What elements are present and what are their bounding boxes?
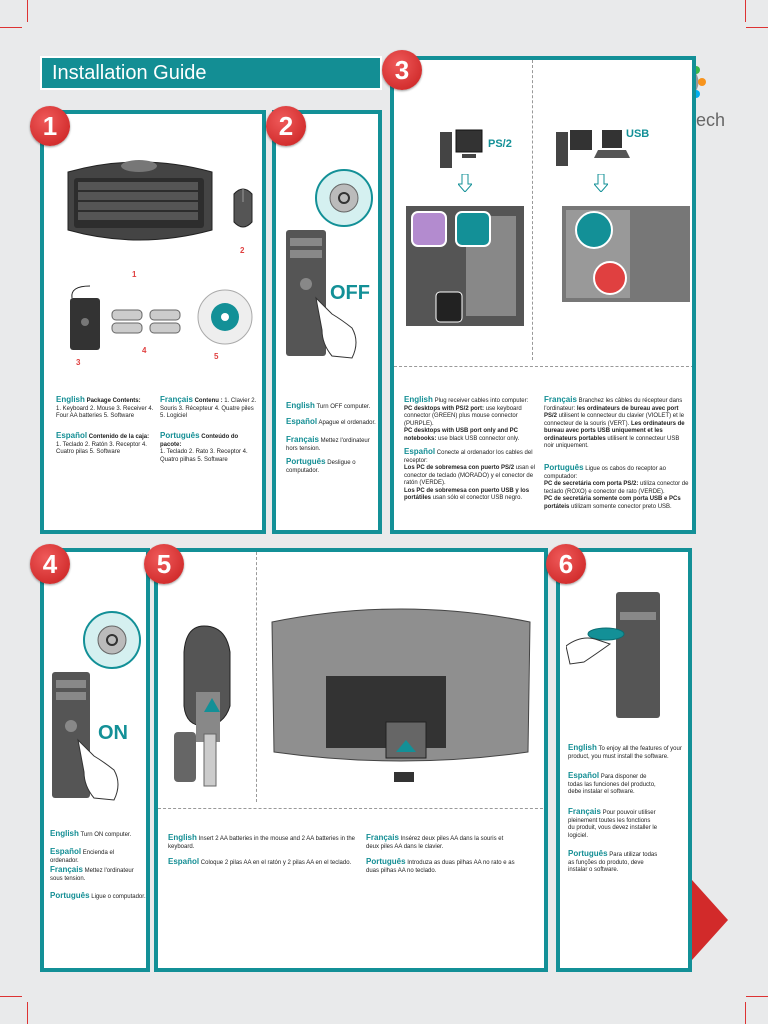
software-install-illustration	[566, 592, 660, 718]
hand-icon	[77, 738, 119, 801]
crop-mark	[745, 0, 746, 22]
step-1-espanol: Español Contenido de la caja:1. Teclado …	[56, 431, 150, 456]
step-1-english: English Package Contents:1. Keyboard 2. …	[56, 395, 154, 420]
step-4-portugues: Português Ligue o computador.	[50, 891, 146, 901]
arrow-down-icon	[594, 174, 608, 192]
step-1-portugues: Português Conteúdo do pacote:1. Teclado …	[160, 431, 248, 463]
step-4-number: 4	[30, 544, 70, 584]
step-1-number: 1	[30, 106, 70, 146]
step-1-francais: Français Contenu : 1. Clavier 2. Souris …	[160, 395, 257, 420]
power-button-icon	[315, 169, 373, 227]
pc-and-laptop-icon	[556, 130, 630, 166]
step-3-francais: Français Branchez les câbles du récepteu…	[544, 395, 685, 450]
divider	[532, 60, 533, 360]
item-label-5: 5	[214, 352, 219, 361]
step-5-francais: Français Insérez deux piles AA dans la s…	[366, 833, 504, 850]
step-3-espanol: Español Conecte al ordenador los cables …	[404, 447, 536, 502]
crop-mark	[746, 27, 768, 28]
step-6-francais: Français Pour pouvoir utiliser pleinemen…	[568, 807, 658, 839]
step-6-number: 6	[546, 544, 586, 584]
step-1-panel: 1 2 3 4 5 English Package Contents:1. Ke…	[40, 110, 266, 534]
crop-mark	[746, 996, 768, 997]
pc-tower-icon	[440, 129, 483, 168]
step-5-panel: English Insert 2 AA batteries in the mou…	[154, 548, 548, 972]
keyboard-underside-illustration	[271, 608, 531, 782]
step-5-english: English Insert 2 AA batteries in the mou…	[168, 833, 355, 850]
step-5-number: 5	[144, 544, 184, 584]
arrow-down-icon	[458, 174, 472, 192]
step-5-portugues: Português Introduza as duas pilhas AA no…	[366, 857, 515, 874]
item-label-3: 3	[76, 358, 81, 367]
divider	[158, 808, 544, 809]
power-button-icon	[83, 611, 141, 669]
step-6-panel: English To enjoy all the features of you…	[556, 548, 692, 972]
item-label-1: 1	[132, 270, 137, 279]
pc-tower-icon	[286, 230, 326, 356]
ps2-ports-illustration	[406, 206, 524, 326]
step-2-portugues: Português Desligue o computador.	[286, 457, 356, 474]
step-2-francais: Français Mettez l'ordinateur hors tensio…	[286, 435, 370, 452]
crop-mark	[0, 27, 22, 28]
crop-mark	[0, 996, 22, 997]
step-4-english: English Turn ON computer.	[50, 829, 132, 839]
mouse-icon	[233, 188, 253, 228]
step-4-panel: ON English Turn ON computer. Español Enc…	[40, 548, 150, 972]
crop-mark	[27, 1002, 28, 1024]
item-label-4: 4	[142, 346, 147, 355]
divider	[394, 366, 692, 367]
step-3-portugues: Português Ligue os cabos do receptor ao …	[544, 463, 689, 510]
step-3-panel: PS/2 USB English Plug receiv	[390, 56, 696, 534]
page-title: Installation Guide	[40, 56, 382, 90]
mouse-battery-illustration	[174, 625, 231, 787]
receiver-icon	[70, 285, 100, 350]
batteries-icon	[111, 309, 181, 334]
crop-mark	[27, 0, 28, 22]
step-3-number: 3	[382, 50, 422, 90]
usb-label: USB	[626, 128, 650, 140]
step-2-panel: OFF English Turn OFF computer. Español A…	[272, 110, 382, 534]
step-3-english: English Plug receiver cables into comput…	[404, 395, 529, 442]
step-2-number: 2	[266, 106, 306, 146]
on-label: ON	[98, 722, 128, 744]
step-5-espanol: Español Coloque 2 pilas AA en el ratón y…	[168, 857, 352, 867]
ps2-label: PS/2	[488, 138, 512, 150]
cd-icon	[197, 289, 253, 345]
step-6-english: English To enjoy all the features of you…	[568, 743, 682, 760]
step-2-espanol: Español Apague el ordenador.	[286, 417, 376, 427]
off-label: OFF	[330, 282, 370, 304]
divider	[256, 552, 257, 802]
item-label-2: 2	[240, 246, 245, 255]
step-4-francais: Français Mettez l'ordinateur sous tensio…	[50, 865, 134, 882]
step-4-espanol: Español Encienda el ordenador.	[50, 847, 115, 864]
pc-tower-icon	[52, 672, 90, 798]
crop-mark	[745, 1002, 746, 1024]
step-6-portugues: Português Para utilizar todas as funções…	[568, 849, 658, 874]
keyboard-icon	[67, 160, 213, 241]
step-2-english: English Turn OFF computer.	[286, 401, 371, 411]
hand-icon	[315, 296, 357, 359]
next-page-arrow-icon[interactable]	[692, 880, 728, 960]
step-6-espanol: Español Para disponer de todas las funci…	[568, 771, 656, 796]
usb-port-illustration	[562, 206, 690, 302]
